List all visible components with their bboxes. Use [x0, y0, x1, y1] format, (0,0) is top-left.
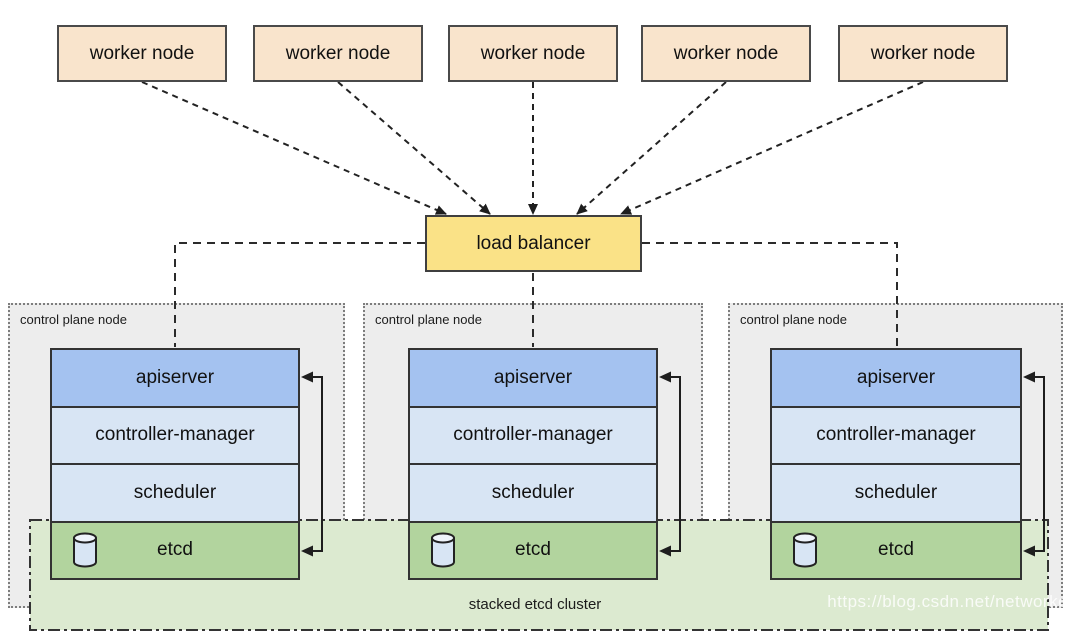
database-icon: [793, 532, 817, 568]
scheduler-box: scheduler: [772, 463, 1020, 521]
etcd-box: etcd: [52, 520, 298, 578]
etcd-label: etcd: [515, 539, 551, 561]
apiserver-etcd-loop: [312, 376, 323, 552]
controller-manager-box: controller-manager: [410, 405, 656, 463]
arrowhead-into-etcd: [659, 545, 671, 557]
arrowhead-into-etcd: [1023, 545, 1035, 557]
worker-to-lb-arrow: [141, 81, 447, 215]
lb-to-apiserver-connectors: [174, 242, 898, 347]
scheduler-box: scheduler: [410, 463, 656, 521]
database-icon: [431, 532, 455, 568]
database-icon: [73, 532, 97, 568]
etcd-label: etcd: [157, 539, 193, 561]
worker-node-box: worker node: [253, 25, 423, 82]
worker-to-lb-arrow: [576, 81, 727, 215]
loop-arrowheads: [301, 371, 1035, 557]
controller-manager-label: controller-manager: [453, 424, 613, 446]
worker-node-label: worker node: [673, 42, 779, 64]
worker-node-label: worker node: [89, 42, 195, 64]
control-plane-node-label: control plane node: [20, 312, 127, 327]
stacked-etcd-cluster-label: stacked etcd cluster: [468, 596, 602, 613]
etcd-box: etcd: [772, 520, 1020, 578]
etcd-box: etcd: [410, 520, 656, 578]
apiserver-etcd-loop: [1034, 376, 1045, 552]
apiserver-label: apiserver: [856, 366, 936, 388]
control-plane-stack: apiserver controller-manager scheduler e…: [770, 348, 1022, 580]
control-plane-stack: apiserver controller-manager scheduler e…: [408, 348, 658, 580]
controller-manager-box: controller-manager: [52, 405, 298, 463]
scheduler-box: scheduler: [52, 463, 298, 521]
control-plane-node-label: control plane node: [740, 312, 847, 327]
worker-node-box: worker node: [641, 25, 811, 82]
apiserver-etcd-loops: [312, 376, 1045, 552]
scheduler-label: scheduler: [133, 481, 217, 503]
apiserver-box: apiserver: [410, 350, 656, 406]
worker-node-box: worker node: [57, 25, 227, 82]
worker-node-box: worker node: [448, 25, 618, 82]
controller-manager-box: controller-manager: [772, 405, 1020, 463]
controller-manager-label: controller-manager: [816, 424, 976, 446]
worker-to-lb-arrow: [337, 81, 491, 215]
apiserver-box: apiserver: [772, 350, 1020, 406]
watermark-text: https://blog.csdn.net/networken: [827, 592, 1077, 611]
load-balancer-label: load balancer: [476, 232, 591, 254]
apiserver-box: apiserver: [52, 350, 298, 406]
load-balancer-box: load balancer: [425, 215, 642, 272]
arrowhead-into-apiserver: [301, 371, 313, 383]
control-plane-stack: apiserver controller-manager scheduler e…: [50, 348, 300, 580]
arrowhead-into-apiserver: [659, 371, 671, 383]
controller-manager-label: controller-manager: [95, 424, 255, 446]
lb-to-left-apiserver-connector: [174, 242, 425, 347]
etcd-label: etcd: [878, 539, 914, 561]
scheduler-label: scheduler: [854, 481, 938, 503]
apiserver-label: apiserver: [135, 366, 215, 388]
arrowhead-into-etcd: [301, 545, 313, 557]
lb-to-right-apiserver-connector: [642, 242, 898, 347]
control-plane-node-label: control plane node: [375, 312, 482, 327]
worker-to-lb-arrow: [620, 81, 924, 215]
worker-node-label: worker node: [285, 42, 391, 64]
apiserver-label: apiserver: [493, 366, 573, 388]
worker-node-box: worker node: [838, 25, 1008, 82]
scheduler-label: scheduler: [491, 481, 575, 503]
worker-node-label: worker node: [870, 42, 976, 64]
worker-to-lb-arrows: [141, 81, 924, 215]
arrowhead-into-apiserver: [1023, 371, 1035, 383]
apiserver-etcd-loop: [670, 376, 681, 552]
worker-node-label: worker node: [480, 42, 586, 64]
